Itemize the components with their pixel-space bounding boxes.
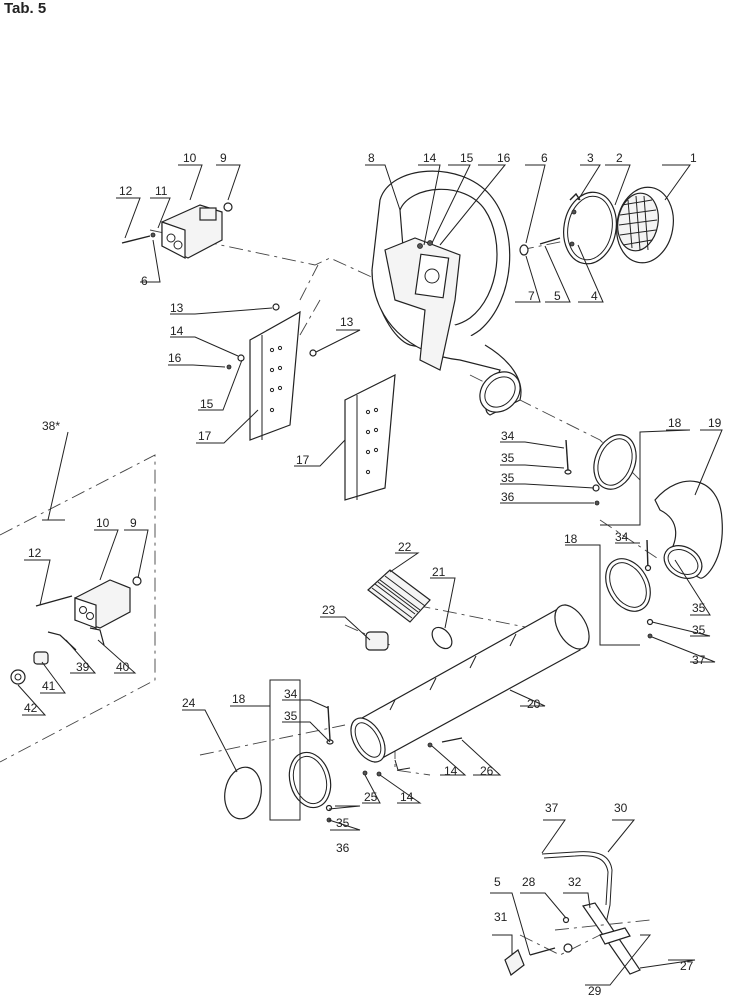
label-32: 32 <box>568 875 582 889</box>
label-8: 8 <box>368 151 375 165</box>
kit-38-box <box>0 431 156 763</box>
label-41: 41 <box>42 679 56 693</box>
label-6: 6 <box>541 151 548 165</box>
label-26: 26 <box>480 764 494 778</box>
hydraulic-motor-upper <box>121 202 233 259</box>
label-14-left: 14 <box>170 324 184 338</box>
label-12-top: 12 <box>119 184 133 198</box>
label-21: 21 <box>432 565 446 579</box>
label-20: 20 <box>527 697 541 711</box>
label-15-top: 15 <box>460 151 474 165</box>
label-37-lower: 37 <box>545 801 559 815</box>
label-37-middle: 37 <box>692 653 706 667</box>
label-27: 27 <box>680 959 694 973</box>
label-13-right: 13 <box>340 315 354 329</box>
label-36-lower: 36 <box>336 841 350 855</box>
label-35-upper-b: 35 <box>501 471 515 485</box>
label-36-upper: 36 <box>501 490 515 504</box>
label-14-pipe: 14 <box>444 764 458 778</box>
label-35-upper-a: 35 <box>501 451 515 465</box>
label-24: 24 <box>182 696 196 710</box>
label-3: 3 <box>587 151 594 165</box>
label-42: 42 <box>24 701 38 715</box>
label-9-kit: 9 <box>130 516 137 530</box>
lower-right-assembly <box>504 851 651 976</box>
label-13-left: 13 <box>170 301 184 315</box>
label-35-lower-a: 35 <box>284 709 298 723</box>
label-10-top: 10 <box>183 151 197 165</box>
label-23: 23 <box>322 603 336 617</box>
label-2: 2 <box>616 151 623 165</box>
label-7: 7 <box>528 289 535 303</box>
label-18-middle: 18 <box>564 532 578 546</box>
discharge-pipe <box>350 604 590 771</box>
label-25: 25 <box>364 790 378 804</box>
bracket-plate-right <box>344 373 396 501</box>
label-6-left: 6 <box>141 274 148 288</box>
grille-and-clamp <box>519 186 674 265</box>
label-17-left: 17 <box>198 429 212 443</box>
leader-lines <box>17 164 723 986</box>
label-10-kit: 10 <box>96 516 110 530</box>
label-34-middle: 34 <box>615 530 629 544</box>
hose-clamp-upper <box>564 434 637 506</box>
pipe-elbow <box>654 480 723 579</box>
label-14-top: 14 <box>423 151 437 165</box>
hose-clamp-middle <box>605 539 654 639</box>
spring-and-sleeves <box>365 569 453 651</box>
label-4: 4 <box>591 289 598 303</box>
label-18-lower: 18 <box>232 692 246 706</box>
label-35-lower-b: 35 <box>336 816 350 830</box>
label-29: 29 <box>588 984 602 998</box>
label-17-right: 17 <box>296 453 310 467</box>
label-34-upper: 34 <box>501 429 515 443</box>
label-35-middle-a: 35 <box>692 601 706 615</box>
label-1: 1 <box>690 151 697 165</box>
fan-housing <box>371 170 522 416</box>
label-34-lower: 34 <box>284 687 298 701</box>
bracket-plate-left <box>226 303 317 441</box>
label-11: 11 <box>155 184 168 198</box>
label-15-left: 15 <box>200 397 214 411</box>
label-14-lower: 14 <box>400 790 414 804</box>
label-9-top: 9 <box>220 151 227 165</box>
label-5-lower: 5 <box>494 875 501 889</box>
label-28: 28 <box>522 875 536 889</box>
label-16-left: 16 <box>168 351 182 365</box>
part-number-labels: 1 2 3 4 5 6 7 8 14 15 16 10 9 12 11 6 13… <box>24 151 722 998</box>
label-22: 22 <box>398 540 412 554</box>
label-12-kit: 12 <box>28 546 42 560</box>
label-40: 40 <box>116 660 130 674</box>
label-30: 30 <box>614 801 628 815</box>
grille-mesh <box>618 195 658 251</box>
diagram-title: Tab. 5 <box>4 0 47 17</box>
label-5: 5 <box>554 289 561 303</box>
label-19: 19 <box>708 416 722 430</box>
label-39: 39 <box>76 660 90 674</box>
label-35-middle-b: 35 <box>692 623 706 637</box>
label-38-kit: 38* <box>42 419 60 433</box>
label-31: 31 <box>494 910 508 924</box>
label-18-upper: 18 <box>668 416 682 430</box>
label-16-top: 16 <box>497 151 511 165</box>
